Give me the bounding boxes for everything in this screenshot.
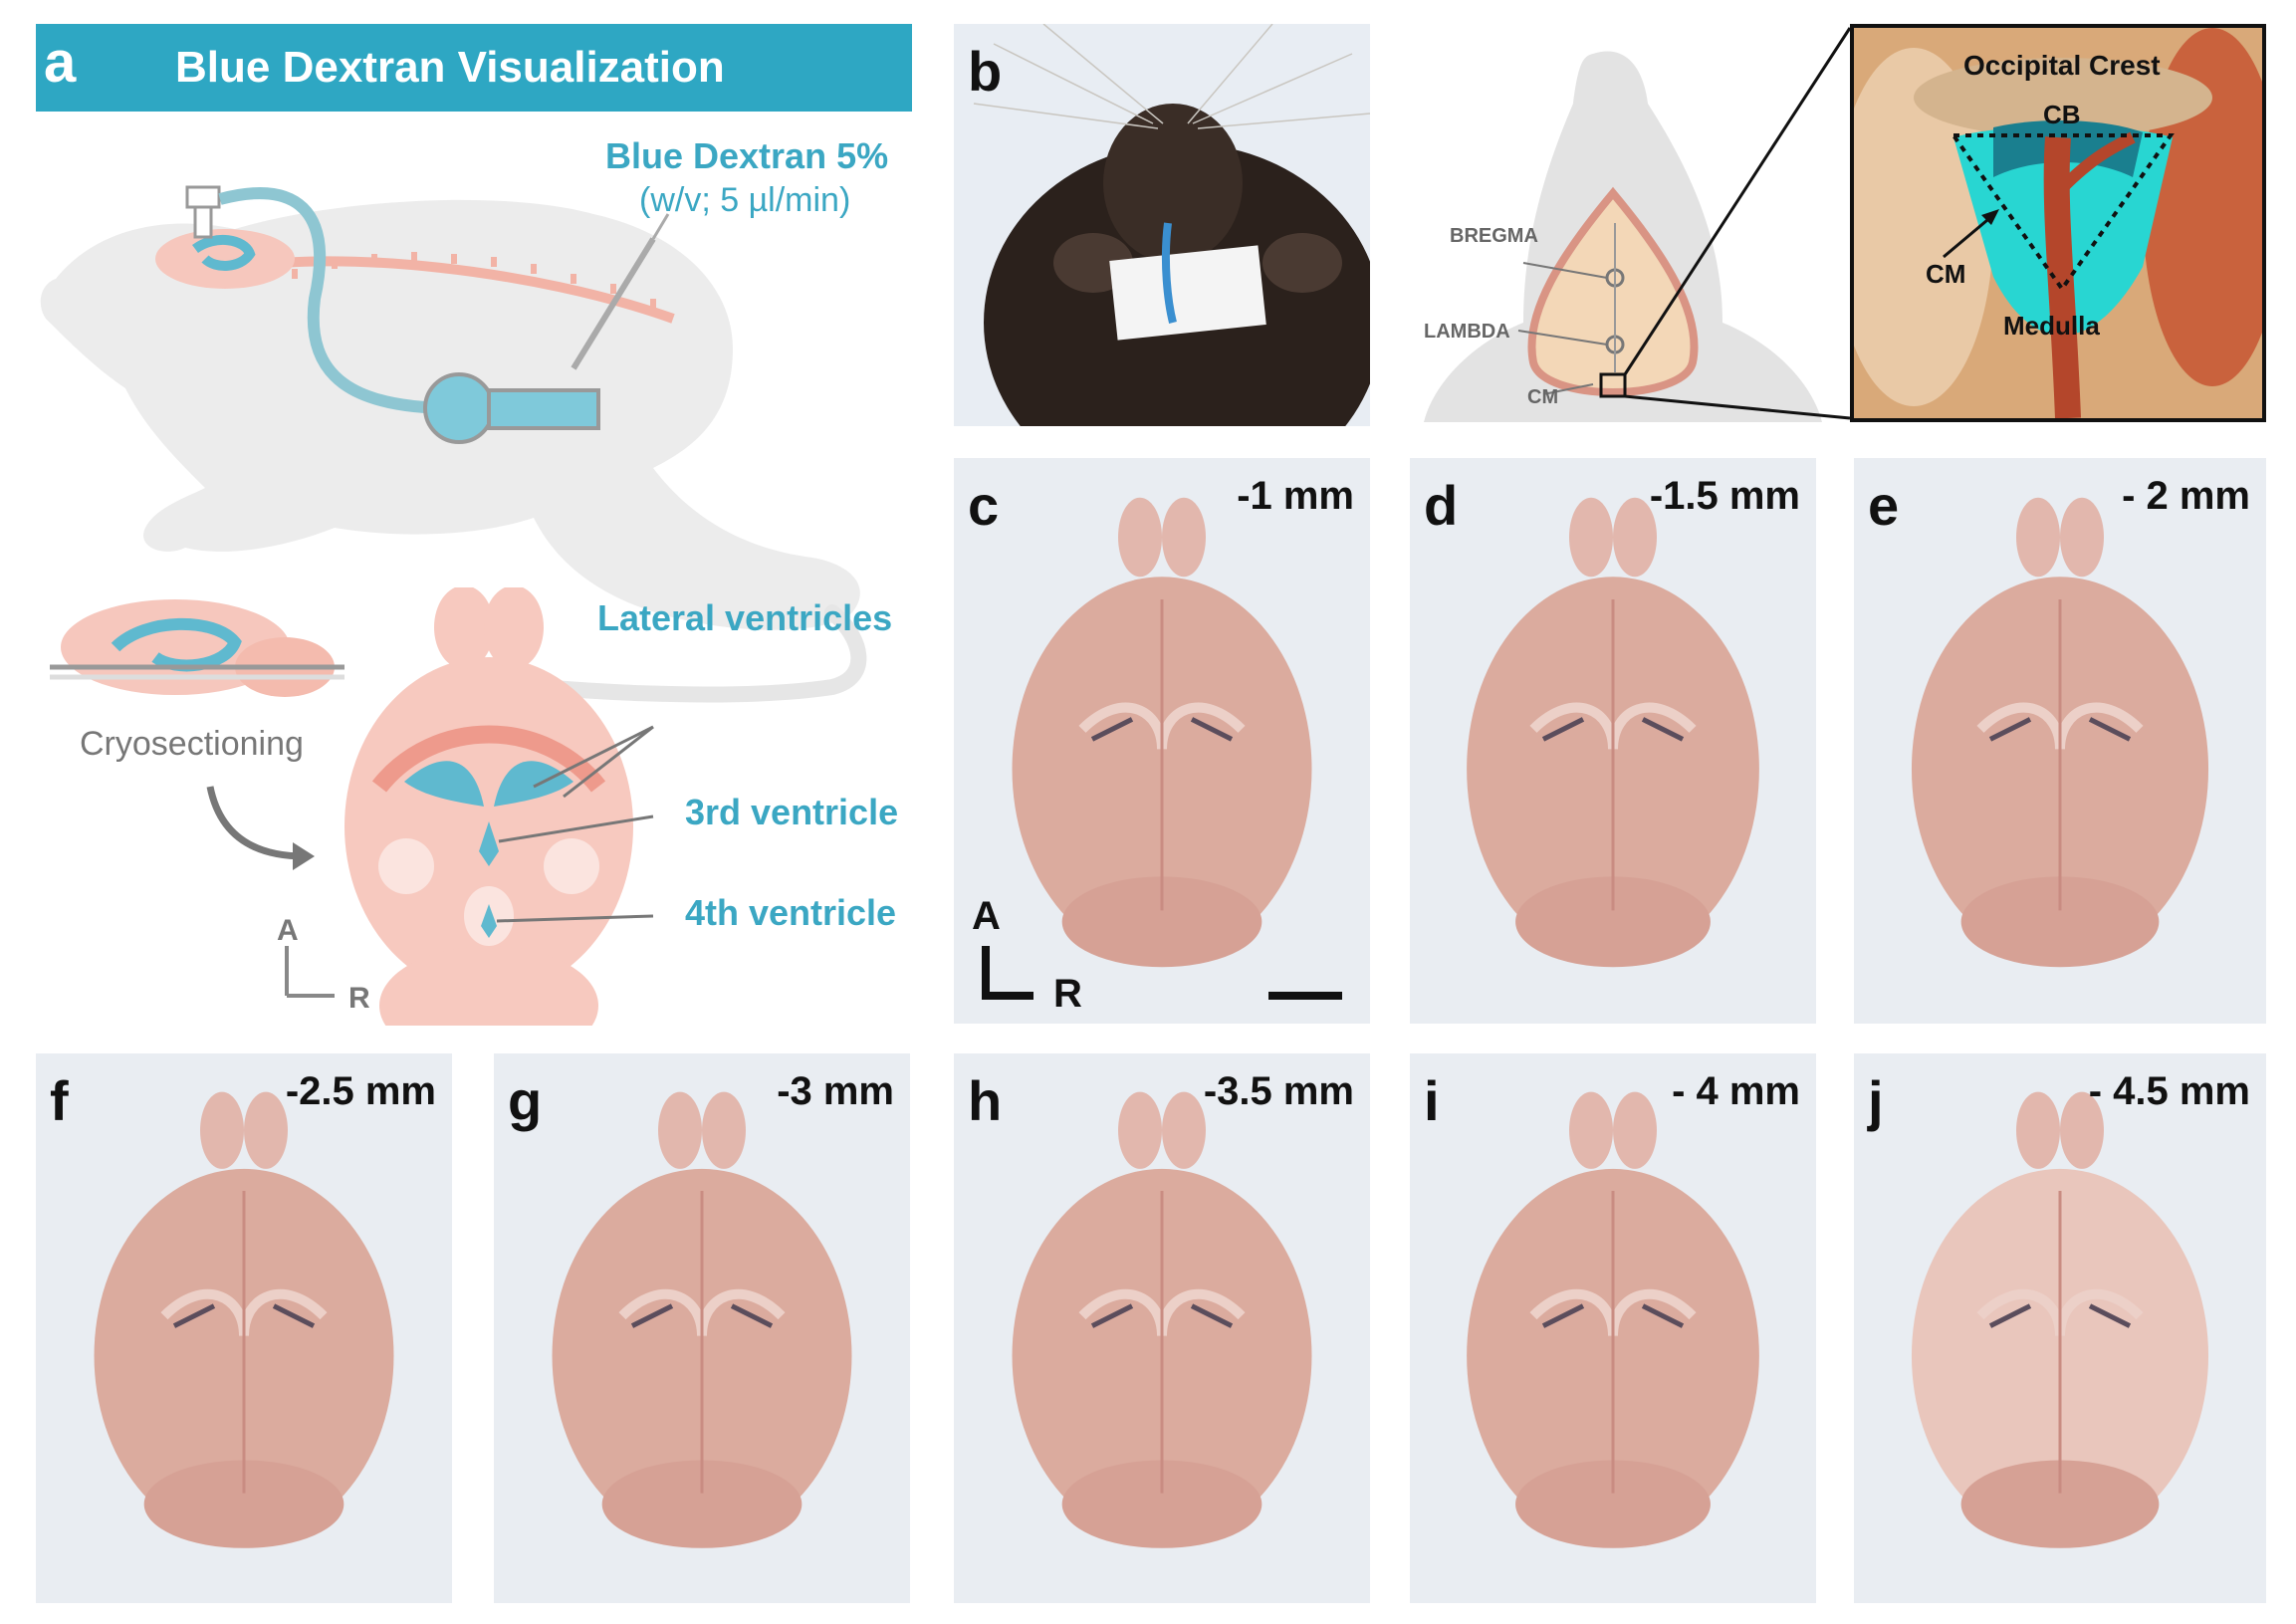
brain-section-image	[1467, 497, 1759, 968]
axis-r-label: R	[348, 982, 370, 1015]
orientation-r-label: R	[1053, 972, 1082, 1016]
cryo-illustration	[50, 587, 654, 1026]
depth-label-i: - 4 mm	[1672, 1069, 1800, 1113]
skull-schematic	[1424, 27, 1852, 422]
brain-section-panel-c: c -1 mm A R	[954, 458, 1370, 1024]
depth-label-c: -1 mm	[1237, 474, 1354, 518]
brain-section-image	[552, 1091, 852, 1548]
cm-label: CM	[1926, 259, 1966, 289]
depth-label-h: -3.5 mm	[1203, 1069, 1354, 1113]
depth-label-g: -3 mm	[777, 1069, 894, 1113]
orientation-a-label: A	[972, 894, 1001, 938]
cryo-label: Cryosectioning	[80, 725, 304, 763]
injection-rate: (w/v; 5 µl/min)	[639, 181, 851, 219]
brain-section-image	[1012, 1091, 1312, 1548]
brain-section-image	[1467, 1091, 1759, 1548]
panel-letter-d: d	[1424, 474, 1459, 537]
axis-a-label: A	[277, 914, 299, 947]
depth-label-e: - 2 mm	[2122, 474, 2250, 518]
sagittal-brain-icon	[50, 599, 344, 697]
brain-section-panel-f: f -2.5 mm	[36, 1053, 452, 1603]
panel-letter-j: j	[1868, 1069, 1884, 1132]
panel-letter-i: i	[1424, 1069, 1440, 1132]
depth-label-f: -2.5 mm	[285, 1069, 436, 1113]
cm-small-label: CM	[1527, 386, 1559, 408]
brain-section-image	[94, 1091, 394, 1548]
brain-section-panel-e: e - 2 mm	[1854, 458, 2266, 1024]
brain-section-panel-d: d -1.5 mm	[1410, 458, 1816, 1024]
cb-label: CB	[2043, 100, 2081, 129]
bregma-label: BREGMA	[1450, 225, 1538, 247]
panel-a-illustration	[40, 185, 867, 703]
medulla-label: Medulla	[2003, 311, 2100, 341]
panel-letter-e: e	[1868, 474, 1900, 537]
panel-a-letter: a	[44, 30, 77, 95]
lambda-label: LAMBDA	[1424, 321, 1510, 343]
injection-label: Blue Dextran 5%	[605, 135, 889, 176]
third-ventricle-label: 3rd ventricle	[685, 792, 899, 832]
panel-a-title: Blue Dextran Visualization	[175, 43, 725, 92]
brain-section-panel-h: h -3.5 mm	[954, 1053, 1370, 1603]
panel-b-letter: b	[968, 40, 1003, 103]
lateral-ventricles-label: Lateral ventricles	[597, 597, 893, 638]
surgical-inset-photo: Occipital Crest CB CM Medulla	[1850, 24, 2266, 422]
brain-section-image	[1911, 497, 2209, 968]
brain-section-panel-i: i - 4 mm	[1410, 1053, 1816, 1603]
panel-letter-f: f	[50, 1069, 69, 1132]
depth-label-d: -1.5 mm	[1649, 474, 1800, 518]
panel-letter-c: c	[968, 474, 1000, 537]
brain-section-panel-j: j - 4.5 mm	[1854, 1053, 2266, 1603]
brain-section-image	[1012, 497, 1312, 968]
mouse-photo: b	[954, 24, 1370, 426]
panel-a-header: a Blue Dextran Visualization	[36, 24, 912, 112]
brain-section-image	[1911, 1091, 2209, 1548]
panel-letter-g: g	[508, 1069, 543, 1132]
fourth-ventricle-label: 4th ventricle	[685, 892, 897, 933]
depth-label-j: - 4.5 mm	[2088, 1069, 2250, 1113]
horizontal-brain-icon	[344, 587, 633, 1026]
occipital-crest-label: Occipital Crest	[1963, 50, 2161, 81]
orientation-axis-and-scale-bar	[982, 946, 1342, 1000]
panel-letter-h: h	[968, 1069, 1003, 1132]
brain-section-panel-g: g -3 mm	[494, 1053, 910, 1603]
